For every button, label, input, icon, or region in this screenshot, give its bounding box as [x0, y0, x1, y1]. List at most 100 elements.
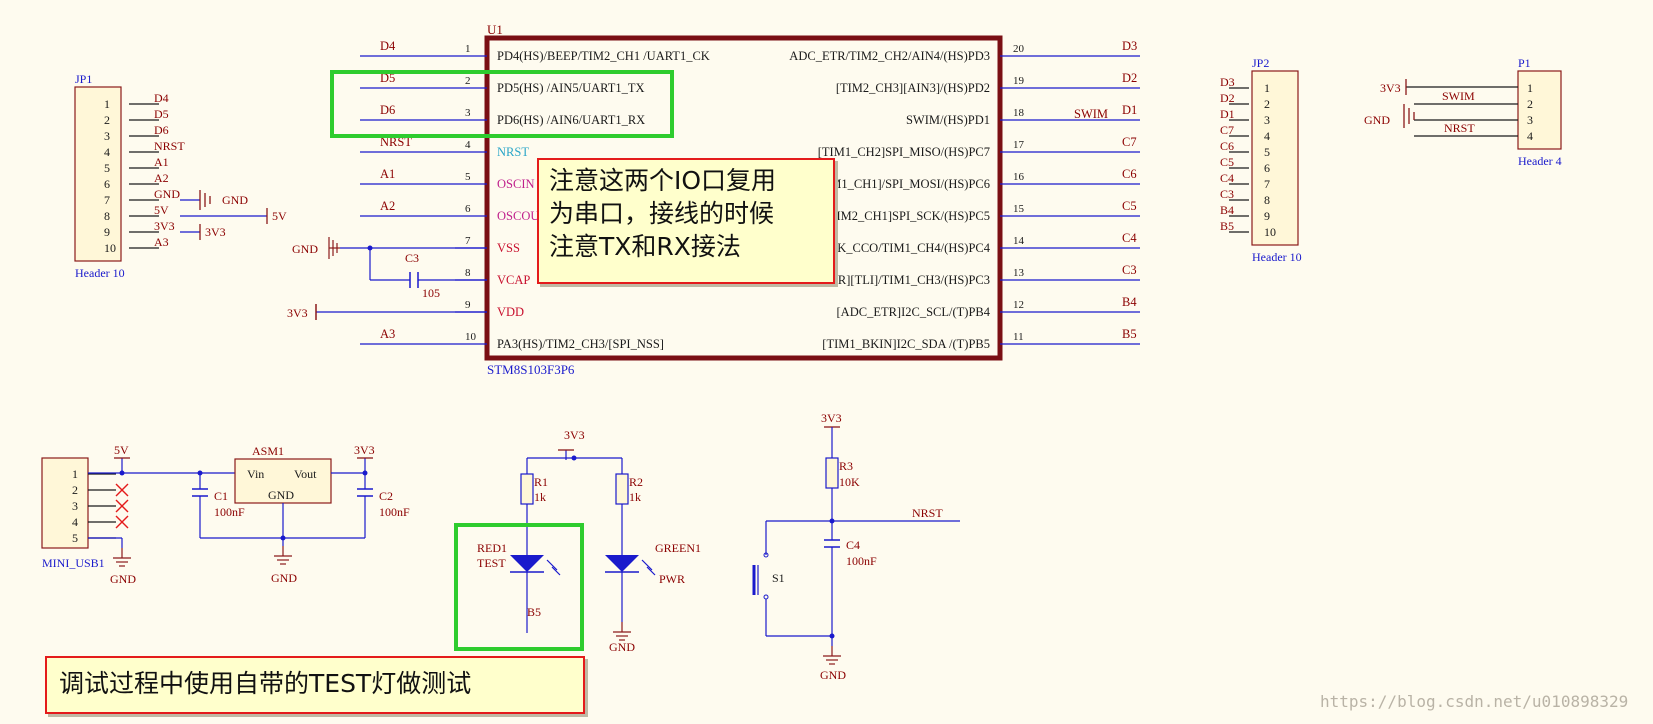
- u1-pin-name: PA3(HS)/TIM2_CH3/[SPI_NSS]: [497, 337, 664, 351]
- header-net-label: C4: [1220, 171, 1234, 185]
- u1-net-label: C4: [1122, 231, 1137, 245]
- header-net-label: D2: [1220, 91, 1235, 105]
- reg-vout: Vout: [294, 467, 317, 481]
- u1-part: STM8S103F3P6: [487, 362, 575, 377]
- usb-gnd-label: GND: [110, 572, 136, 586]
- usb-pin-number: 5: [72, 531, 78, 545]
- u1-pin-name: PD4(HS)/BEEP/TIM2_CH1 /UART1_CK: [497, 49, 710, 63]
- c2-value: 100nF: [379, 505, 410, 519]
- header-pin-number: 3: [1264, 113, 1270, 127]
- p1-pin-number: 3: [1527, 113, 1533, 127]
- u1-net-label: NRST: [380, 135, 412, 149]
- usb-pin-number: 1: [72, 467, 78, 481]
- jp2-ref: JP2: [1252, 56, 1269, 70]
- green-led-gnd: GND: [609, 640, 635, 654]
- r2-value: 1k: [629, 490, 641, 504]
- header-pin-number: 10: [1264, 225, 1276, 239]
- u1-net-label: D2: [1122, 71, 1137, 85]
- uart-note-line-3: 注意TX和RX接法: [549, 232, 741, 261]
- u1-pin-number: 1: [465, 43, 471, 55]
- u1-net-label: C7: [1122, 135, 1137, 149]
- u1-pin-name: [TIM2_CH3][AIN3]/(HS)PD2: [836, 81, 990, 95]
- u1-pin-name: OSCIN: [497, 177, 535, 191]
- header-net-label: D6: [154, 123, 169, 137]
- p1-pin-number: 4: [1527, 129, 1533, 143]
- header-pin-number: 8: [1264, 193, 1270, 207]
- usb-pin-number: 2: [72, 483, 78, 497]
- u1-pin-name: [TIM2_CH1]SPI_SCK/(HS)PC5: [825, 209, 990, 223]
- c4-ref: C4: [846, 538, 860, 552]
- u1-pin-name: NRST: [497, 145, 529, 159]
- u1-net-label: D3: [1122, 39, 1137, 53]
- u1-pin-number: 8: [465, 267, 471, 279]
- u1-pin-name: [CLK_CCO/TIM1_CH4/(HS)PC4: [817, 241, 991, 255]
- u1-pin-number: 17: [1013, 139, 1025, 151]
- u1-pin-number: 14: [1013, 235, 1025, 247]
- header-pin-number: 5: [1264, 145, 1270, 159]
- header-pin-number: 4: [1264, 129, 1270, 143]
- header-pin-number: 9: [104, 225, 110, 239]
- led-section[interactable]: 3V3 R1 1k RED1 TEST B5 R2 1k GREEN1 PWR …: [477, 428, 701, 654]
- reg-vin: Vin: [247, 467, 264, 481]
- r3-ref: R3: [839, 459, 853, 473]
- header-net-label: A3: [154, 235, 169, 249]
- u1-pin-name: VSS: [497, 241, 520, 255]
- u1-pin-name: [ADC_ETR]I2C_SCL/(T)PB4: [837, 305, 991, 319]
- usb-nc-marks: [115, 483, 129, 529]
- header-pin-number: 7: [1264, 177, 1270, 191]
- header-net-label: C3: [1220, 187, 1234, 201]
- u1-pin-number: 10: [465, 331, 477, 343]
- u1-right-pins: 20ADC_ETR/TIM2_CH2/AIN4/(HS)PD3D319[TIM2…: [786, 39, 1140, 351]
- vss-gnd-net: C3 105 GND: [292, 237, 487, 300]
- reg-gnd-pin: GND: [268, 488, 294, 502]
- u1-ref: U1: [487, 22, 503, 37]
- test-led-note: 调试过程中使用自带的TEST灯做测试: [45, 656, 585, 714]
- u1-pin-name: PD5(HS) /AIN5/UART1_TX: [497, 81, 645, 95]
- u1-net-label: B4: [1122, 295, 1137, 309]
- c1-value: 100nF: [214, 505, 245, 519]
- reg-body: [234, 458, 332, 504]
- green-led-label: PWR: [659, 572, 685, 586]
- u1-pin-number: 18: [1013, 107, 1025, 119]
- vss-gnd-label: GND: [292, 242, 318, 256]
- u1-body: [484, 35, 1003, 361]
- p1-net-label: NRST: [1444, 121, 1475, 135]
- u1-pin-number: 9: [465, 299, 471, 311]
- p1-caption: Header 4: [1518, 154, 1562, 168]
- usb-pin-number: 4: [72, 515, 78, 529]
- reset-3v3-label: 3V3: [821, 411, 842, 425]
- s1-ref: S1: [772, 571, 785, 585]
- p1-net-label: 3V3: [1380, 81, 1401, 95]
- jp1-body: [74, 86, 122, 262]
- header-net-label: NRST: [154, 139, 185, 153]
- u1-pin-number: 2: [465, 75, 471, 87]
- reset-circuit[interactable]: 3V3 R3 10K NRST C4 100nF S1 GND: [752, 411, 960, 682]
- header-net-label: D3: [1220, 75, 1235, 89]
- usb-ref: MINI_USB1: [42, 556, 105, 570]
- p1-ref: P1: [1518, 56, 1531, 70]
- c3-value: 105: [422, 286, 440, 300]
- header-net-label: D1: [1220, 107, 1235, 121]
- u1-pin-number: 20: [1013, 43, 1025, 55]
- vdd-net: 3V3: [287, 304, 487, 320]
- c4-value: 100nF: [846, 554, 877, 568]
- c1-ref: C1: [214, 489, 228, 503]
- header-pin-number: 2: [1264, 97, 1270, 111]
- u1-net-label: D5: [380, 71, 395, 85]
- usb-body: [41, 457, 89, 549]
- p1-pin-number: 1: [1527, 81, 1533, 95]
- u1-pin-number: 7: [465, 235, 471, 247]
- uart-note: 注意这两个IO口复用 为串口，接线的时候 注意TX和RX接法: [537, 158, 835, 284]
- p1-pin-number: 2: [1527, 97, 1533, 111]
- regulator-asm1[interactable]: ASM1 Vin Vout GND 3V3 C1 100nF C2 100nF …: [192, 443, 410, 585]
- red-led-label: TEST: [477, 556, 506, 570]
- u1-pin-number: 11: [1013, 331, 1024, 343]
